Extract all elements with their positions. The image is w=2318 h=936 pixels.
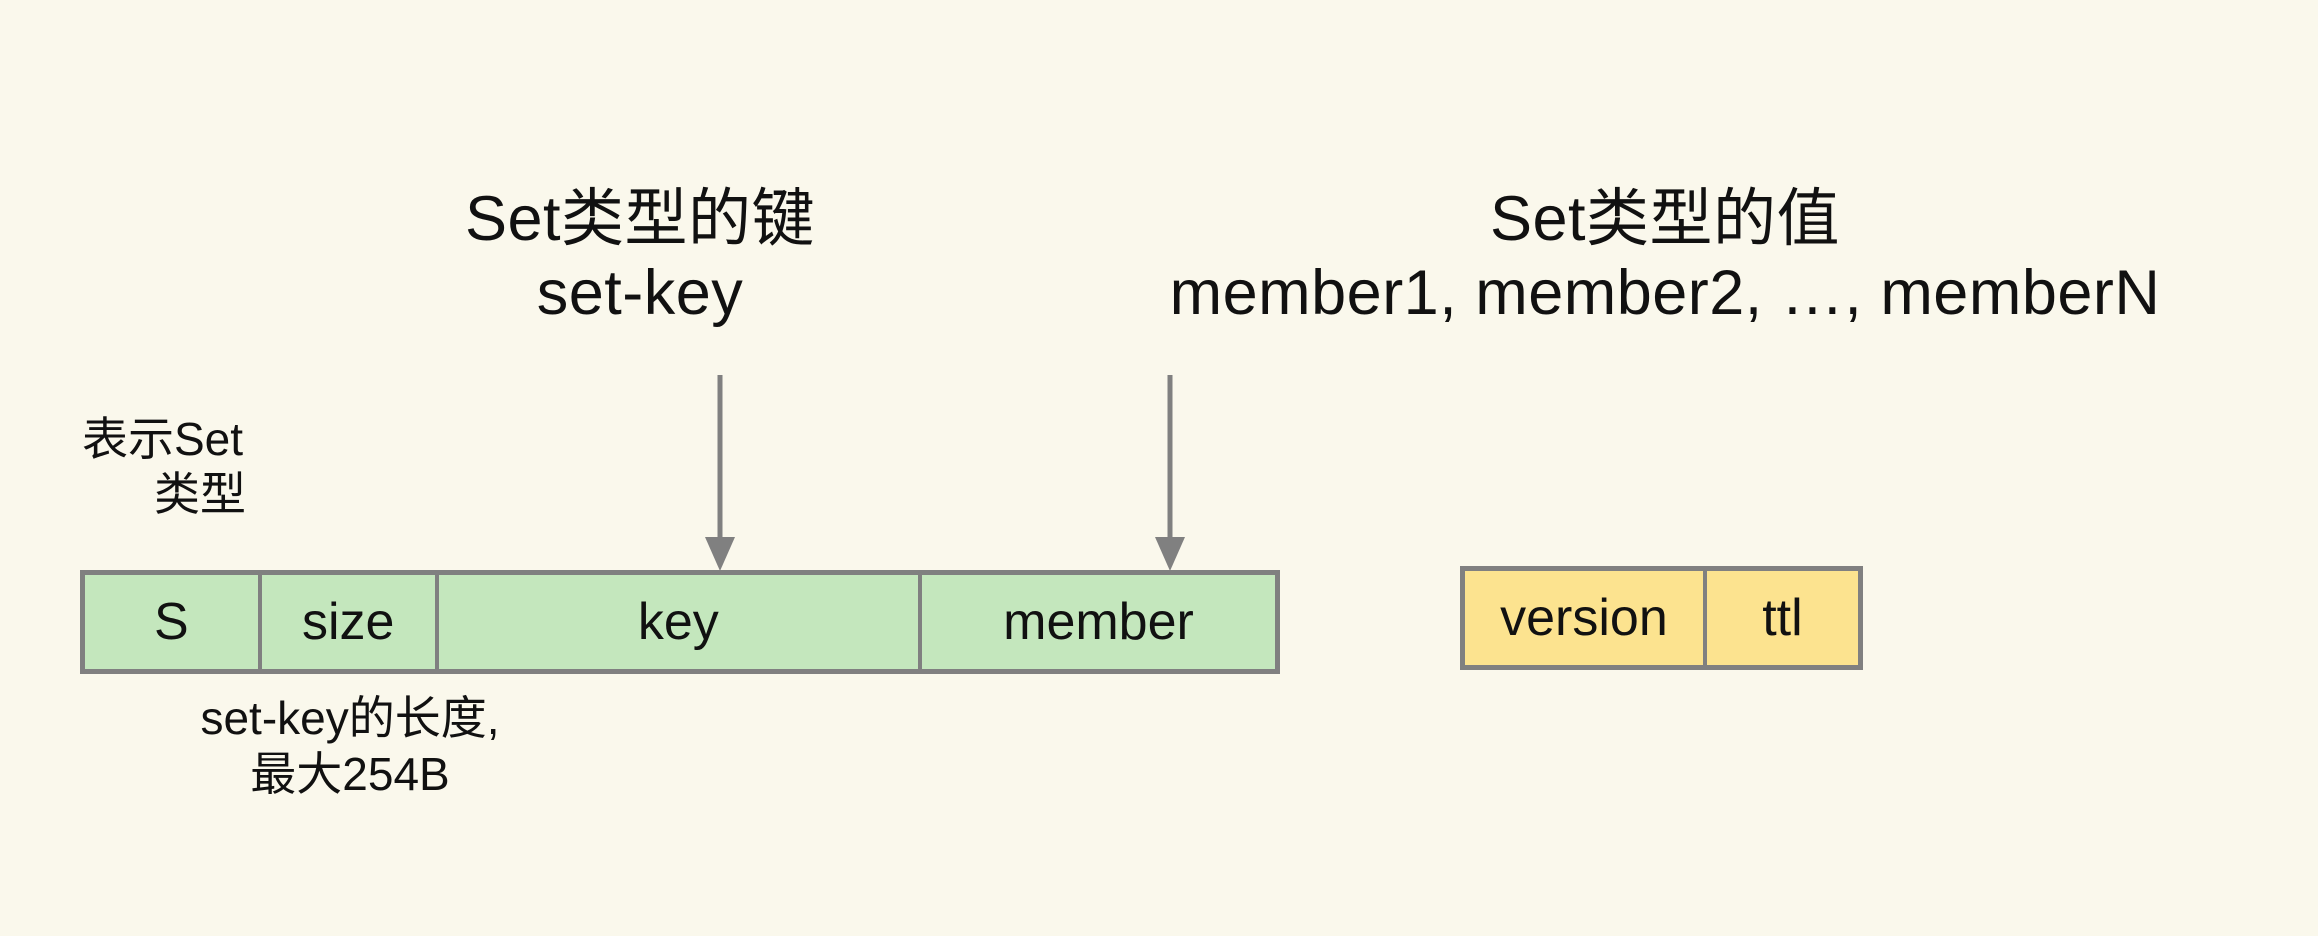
value-cell-version: version xyxy=(1465,571,1707,665)
type-annotation-line1: 表示Set xyxy=(82,413,244,465)
length-annotation-line1: set-key的长度, xyxy=(200,692,500,744)
key-cell-type-label: S xyxy=(154,593,189,651)
key-callout-line2: set-key xyxy=(536,258,744,329)
key-cell-type: S xyxy=(85,575,262,669)
key-callout-line1: Set类型的键 xyxy=(464,184,816,254)
type-annotation-line2: 类型 xyxy=(154,468,246,521)
length-annotation: set-key的长度, 最大254B xyxy=(110,690,590,802)
key-cell-member-label: member xyxy=(1003,593,1194,651)
value-callout: Set类型的值 member1, member2, …, memberN xyxy=(1040,182,2290,331)
member-arrow-icon xyxy=(1155,375,1185,571)
key-cell-member: member xyxy=(921,575,1275,669)
key-arrow-icon xyxy=(705,375,735,571)
key-cell-key-label: key xyxy=(637,593,719,651)
value-cell-ttl: ttl xyxy=(1706,571,1858,665)
key-cell-key: key xyxy=(438,575,922,669)
value-cell-ttl-label: ttl xyxy=(1762,589,1803,647)
key-encoding-row: S size key member xyxy=(80,570,1280,674)
key-callout: Set类型的键 set-key xyxy=(430,182,850,331)
key-cell-size: size xyxy=(261,575,439,669)
value-callout-line2: member1, member2, …, memberN xyxy=(1169,258,2161,329)
key-cell-size-label: size xyxy=(301,593,395,651)
value-callout-line1: Set类型的值 xyxy=(1489,184,1841,254)
length-annotation-line2: 最大254B xyxy=(250,748,450,801)
type-annotation: 表示Set 类型 xyxy=(60,412,310,522)
value-encoding-row: version ttl xyxy=(1460,566,1863,670)
value-cell-version-label: version xyxy=(1500,589,1668,647)
